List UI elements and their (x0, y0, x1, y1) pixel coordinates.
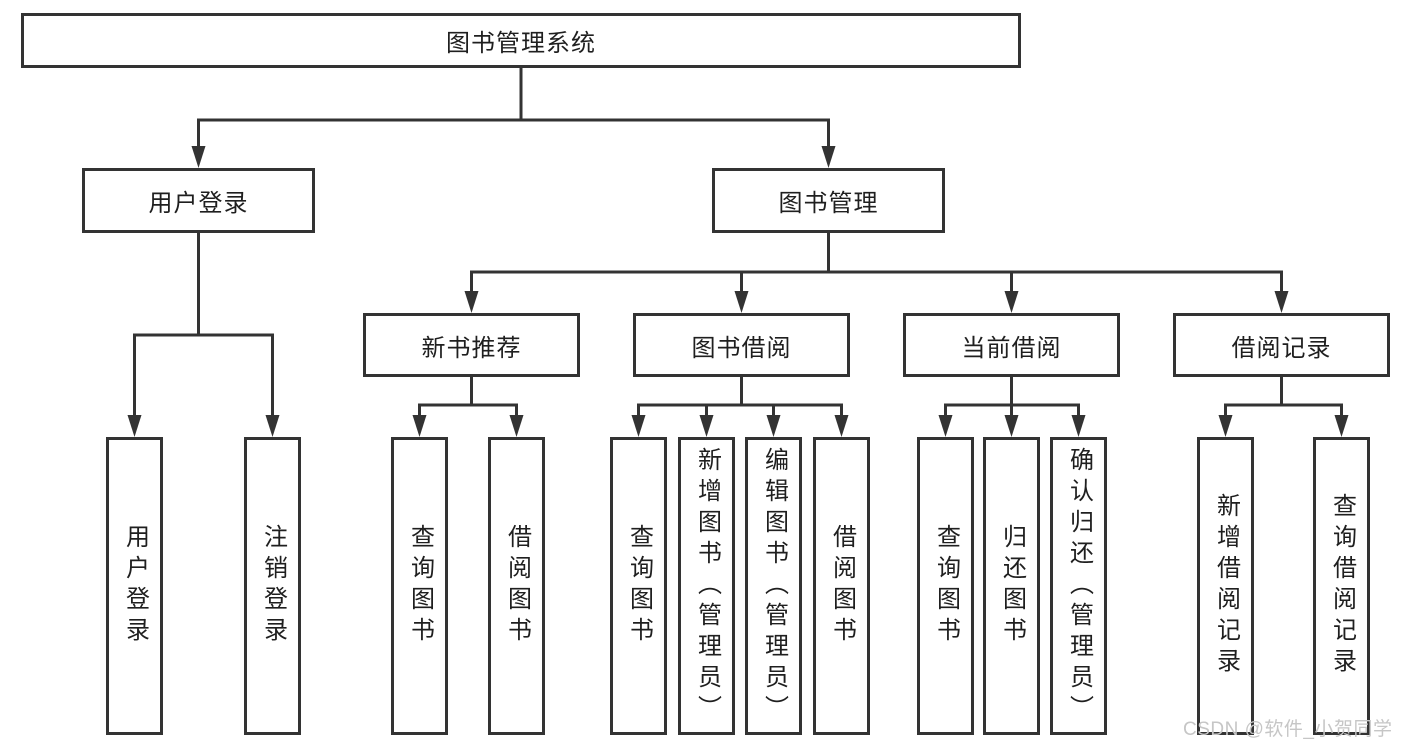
node-label: 确认归还（管理员） (1065, 446, 1093, 726)
node-label: 查询图书 (625, 524, 653, 648)
leaf-edit-books-admin: 编辑图书（管理员） (745, 437, 802, 735)
node-label: 当前借阅 (961, 334, 1062, 362)
node-label: 图书管理系统 (446, 30, 596, 57)
leaf-confirm-return-admin: 确认归还（管理员） (1050, 437, 1107, 735)
node-label: 查询借阅记录 (1328, 493, 1356, 679)
node-label: 新增图书（管理员） (693, 446, 721, 726)
leaf-add-books-admin: 新增图书（管理员） (678, 437, 735, 735)
node-label: 编辑图书（管理员） (760, 446, 788, 726)
arrowheads (127, 146, 1349, 437)
node-borrowing-records: 借阅记录 (1173, 313, 1390, 377)
node-library-management-system: 图书管理系统 (21, 13, 1021, 68)
node-label: 注销登录 (259, 524, 287, 648)
node-label: 新增借阅记录 (1212, 493, 1240, 679)
leaf-user-login: 用户登录 (106, 437, 163, 735)
leaf-add-borrow-record: 新增借阅记录 (1197, 437, 1254, 735)
node-label: 图书管理 (778, 190, 879, 217)
node-label: 用户登录 (148, 190, 249, 217)
node-label: 图书借阅 (691, 334, 792, 362)
leaf-borrow-books: 借阅图书 (813, 437, 870, 735)
leaf-query-borrow-record: 查询借阅记录 (1313, 437, 1370, 735)
node-label: 用户登录 (121, 524, 149, 648)
node-label: 查询图书 (406, 524, 434, 648)
node-book-borrowing: 图书借阅 (633, 313, 850, 377)
node-label: 归还图书 (998, 524, 1026, 648)
node-user-login: 用户登录 (82, 168, 315, 233)
leaf-borrow-books-recommend: 借阅图书 (488, 437, 545, 735)
node-book-management: 图书管理 (712, 168, 945, 233)
leaf-return-books: 归还图书 (983, 437, 1040, 735)
node-label: 借阅图书 (828, 524, 856, 648)
node-label: 查询图书 (932, 524, 960, 648)
leaf-query-books-borrow: 查询图书 (610, 437, 667, 735)
node-current-borrowing: 当前借阅 (903, 313, 1120, 377)
leaf-logout-login: 注销登录 (244, 437, 301, 735)
leaf-query-books-current: 查询图书 (917, 437, 974, 735)
node-label: 借阅记录 (1231, 334, 1332, 362)
node-new-book-recommend: 新书推荐 (363, 313, 580, 377)
csdn-watermark: CSDN @软件_小贺同学 (1183, 719, 1393, 740)
leaf-query-books-recommend: 查询图书 (391, 437, 448, 735)
node-label: 新书推荐 (421, 334, 522, 362)
node-label: 借阅图书 (503, 524, 531, 648)
